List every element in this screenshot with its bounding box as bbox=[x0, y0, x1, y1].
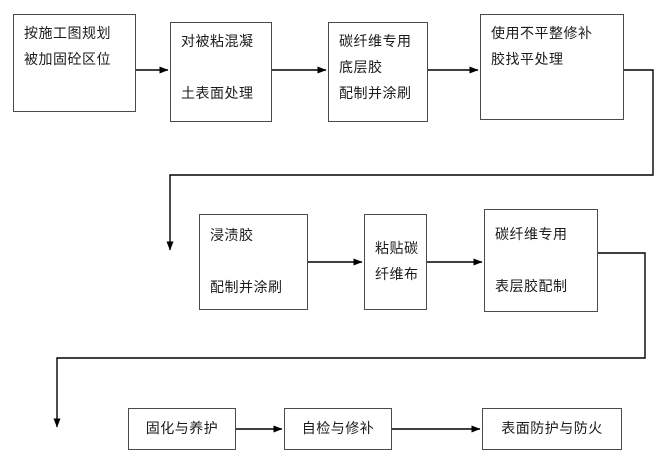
process-box-n2[interactable]: 对被粘混凝 土表面处理 bbox=[170, 22, 272, 122]
process-box-n9[interactable]: 自检与修补 bbox=[284, 408, 392, 450]
process-box-n5[interactable]: 浸渍胶 配制并涂刷 bbox=[199, 214, 308, 310]
connector-n7-to-n8 bbox=[53, 252, 646, 428]
process-box-label: 碳纤维专用 表层胶配制 bbox=[495, 226, 568, 295]
process-box-label: 自检与修补 bbox=[301, 421, 375, 437]
connectors bbox=[53, 66, 654, 433]
process-box-n6[interactable]: 粘贴碳 纤维布 bbox=[364, 214, 427, 310]
process-box-label: 浸渍胶 配制并涂刷 bbox=[210, 228, 283, 296]
process-box-n3[interactable]: 碳纤维专用 底层胶 配制并涂刷 bbox=[328, 22, 428, 122]
process-box-label: 对被粘混凝 土表面处理 bbox=[181, 34, 254, 102]
process-box-n8[interactable]: 固化与养护 bbox=[128, 408, 236, 450]
process-box-label: 使用不平整修补 胶找平处理 bbox=[491, 26, 593, 68]
process-box-n1[interactable]: 按施工图规划 被加固砼区位 bbox=[13, 14, 136, 112]
process-box-label: 碳纤维专用 底层胶 配制并涂刷 bbox=[339, 34, 412, 102]
process-box-n7[interactable]: 碳纤维专用 表层胶配制 bbox=[484, 209, 598, 312]
process-box-n10[interactable]: 表面防护与防火 bbox=[482, 408, 622, 450]
process-box-n4[interactable]: 使用不平整修补 胶找平处理 bbox=[480, 14, 624, 120]
process-box-label: 按施工图规划 被加固砼区位 bbox=[24, 26, 111, 68]
connector-n4-to-n5 bbox=[166, 69, 654, 251]
process-box-label: 固化与养护 bbox=[145, 421, 219, 437]
process-box-label: 粘贴碳 纤维布 bbox=[375, 241, 419, 283]
process-box-label: 表面防护与防火 bbox=[501, 421, 603, 437]
